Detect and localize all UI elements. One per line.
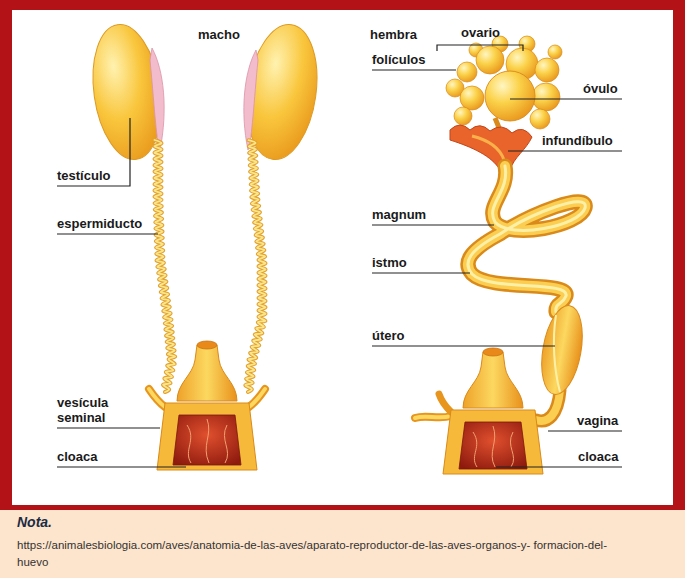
part-label: cloaca: [57, 449, 97, 464]
part-label: magnum: [372, 207, 426, 222]
uterus-highlight: [554, 315, 560, 392]
cloaca-male: [149, 341, 265, 470]
sperm-duct: [245, 140, 265, 392]
note-band: [0, 510, 685, 578]
follicle: [454, 107, 472, 125]
part-label: vagina: [577, 413, 618, 428]
leader-line: [372, 345, 555, 346]
cloaca-tube: [439, 394, 451, 412]
part-label: cloaca: [578, 449, 618, 464]
source-url: https://animalesbiologia.com/aves/anatom…: [17, 537, 629, 571]
leader-line: [508, 150, 622, 151]
sex-heading: hembra: [370, 27, 417, 42]
leader-line: [57, 233, 158, 234]
part-label: espermiducto: [57, 216, 142, 231]
follicle: [476, 46, 504, 74]
leader-line: [510, 98, 622, 99]
cloaca-folds: [187, 419, 228, 463]
part-label: istmo: [372, 255, 407, 270]
cloaca-opening: [197, 341, 217, 349]
infundibulum: [450, 125, 532, 170]
part-label: infundíbulo: [542, 133, 613, 148]
part-label: óvulo: [583, 81, 618, 96]
follicle: [530, 109, 550, 129]
leader-line: [548, 430, 622, 431]
ovum: [485, 71, 535, 121]
seminal-vesicle: [149, 389, 165, 407]
follicle: [532, 83, 560, 111]
leader-line: [57, 427, 160, 428]
cloaca-tube: [415, 416, 451, 418]
cloaca-folds: [473, 426, 514, 467]
oviduct-highlight: [468, 166, 585, 312]
cloaca-funnel: [177, 345, 237, 401]
oviduct: [468, 166, 585, 312]
part-label: ovario: [461, 25, 500, 40]
cloaca-wall: [157, 403, 257, 470]
follicle: [535, 58, 559, 82]
follicle: [548, 45, 562, 59]
panel: [12, 10, 673, 505]
leader-line: [496, 466, 622, 467]
cloaca-female: [415, 348, 543, 474]
follicle: [457, 62, 477, 82]
part-label: útero: [372, 328, 405, 343]
part-label: vesícula seminal: [57, 395, 131, 425]
follicle: [460, 86, 484, 110]
infundibulum-inner: [472, 136, 504, 160]
cloaca-funnel: [463, 352, 523, 408]
leader-line: [372, 224, 494, 225]
oviduct: [468, 166, 585, 312]
cloaca-chamber: [459, 422, 527, 469]
uterus: [535, 302, 588, 397]
note-heading: Nota.: [17, 514, 52, 531]
leader-line: [372, 69, 456, 70]
cloaca-wall: [443, 410, 543, 474]
cloaca-opening: [483, 348, 503, 356]
sperm-duct: [245, 140, 265, 392]
epididymis: [150, 48, 164, 150]
ovary-bracket: [437, 45, 523, 51]
seminal-vesicle: [249, 389, 265, 407]
leader-lines: [57, 45, 622, 467]
part-label: testículo: [57, 168, 110, 183]
part-label: folículos: [372, 52, 425, 67]
seminal-vesicle: [249, 389, 265, 407]
seminal-vesicle: [149, 389, 165, 407]
frame: [0, 0, 685, 510]
cloaca-tube: [415, 416, 451, 418]
leader-line: [57, 118, 130, 186]
leader-line: [372, 272, 470, 273]
cloaca-chamber: [173, 415, 241, 465]
sperm-duct: [155, 140, 176, 392]
sperm-duct: [155, 140, 176, 392]
sex-heading: macho: [198, 27, 240, 42]
leader-line: [57, 466, 186, 467]
epididymis: [244, 50, 258, 150]
